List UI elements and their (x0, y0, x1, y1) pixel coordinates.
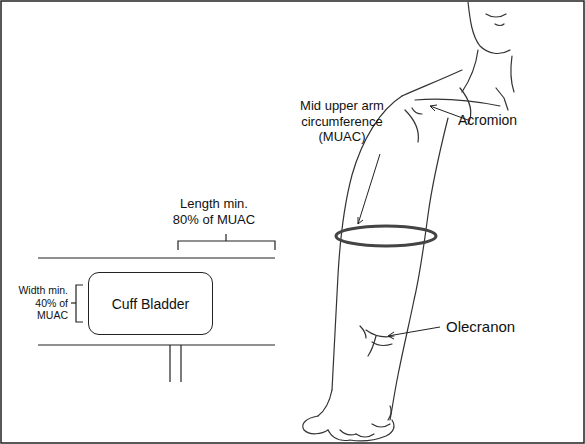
bone-landmark-label: Olecranon (446, 318, 556, 336)
bone-landmark-label: Acromion (458, 112, 558, 129)
dimension-label: Length min. 80% of MUAC (168, 196, 260, 227)
cuff-bladder: Cuff Bladder (88, 272, 213, 335)
dimension-label: Width min. 40% of MUAC (4, 284, 68, 322)
measurement-label: Mid upper arm circumference (MUAC) (292, 98, 392, 145)
node-text: Cuff Bladder (112, 296, 190, 312)
